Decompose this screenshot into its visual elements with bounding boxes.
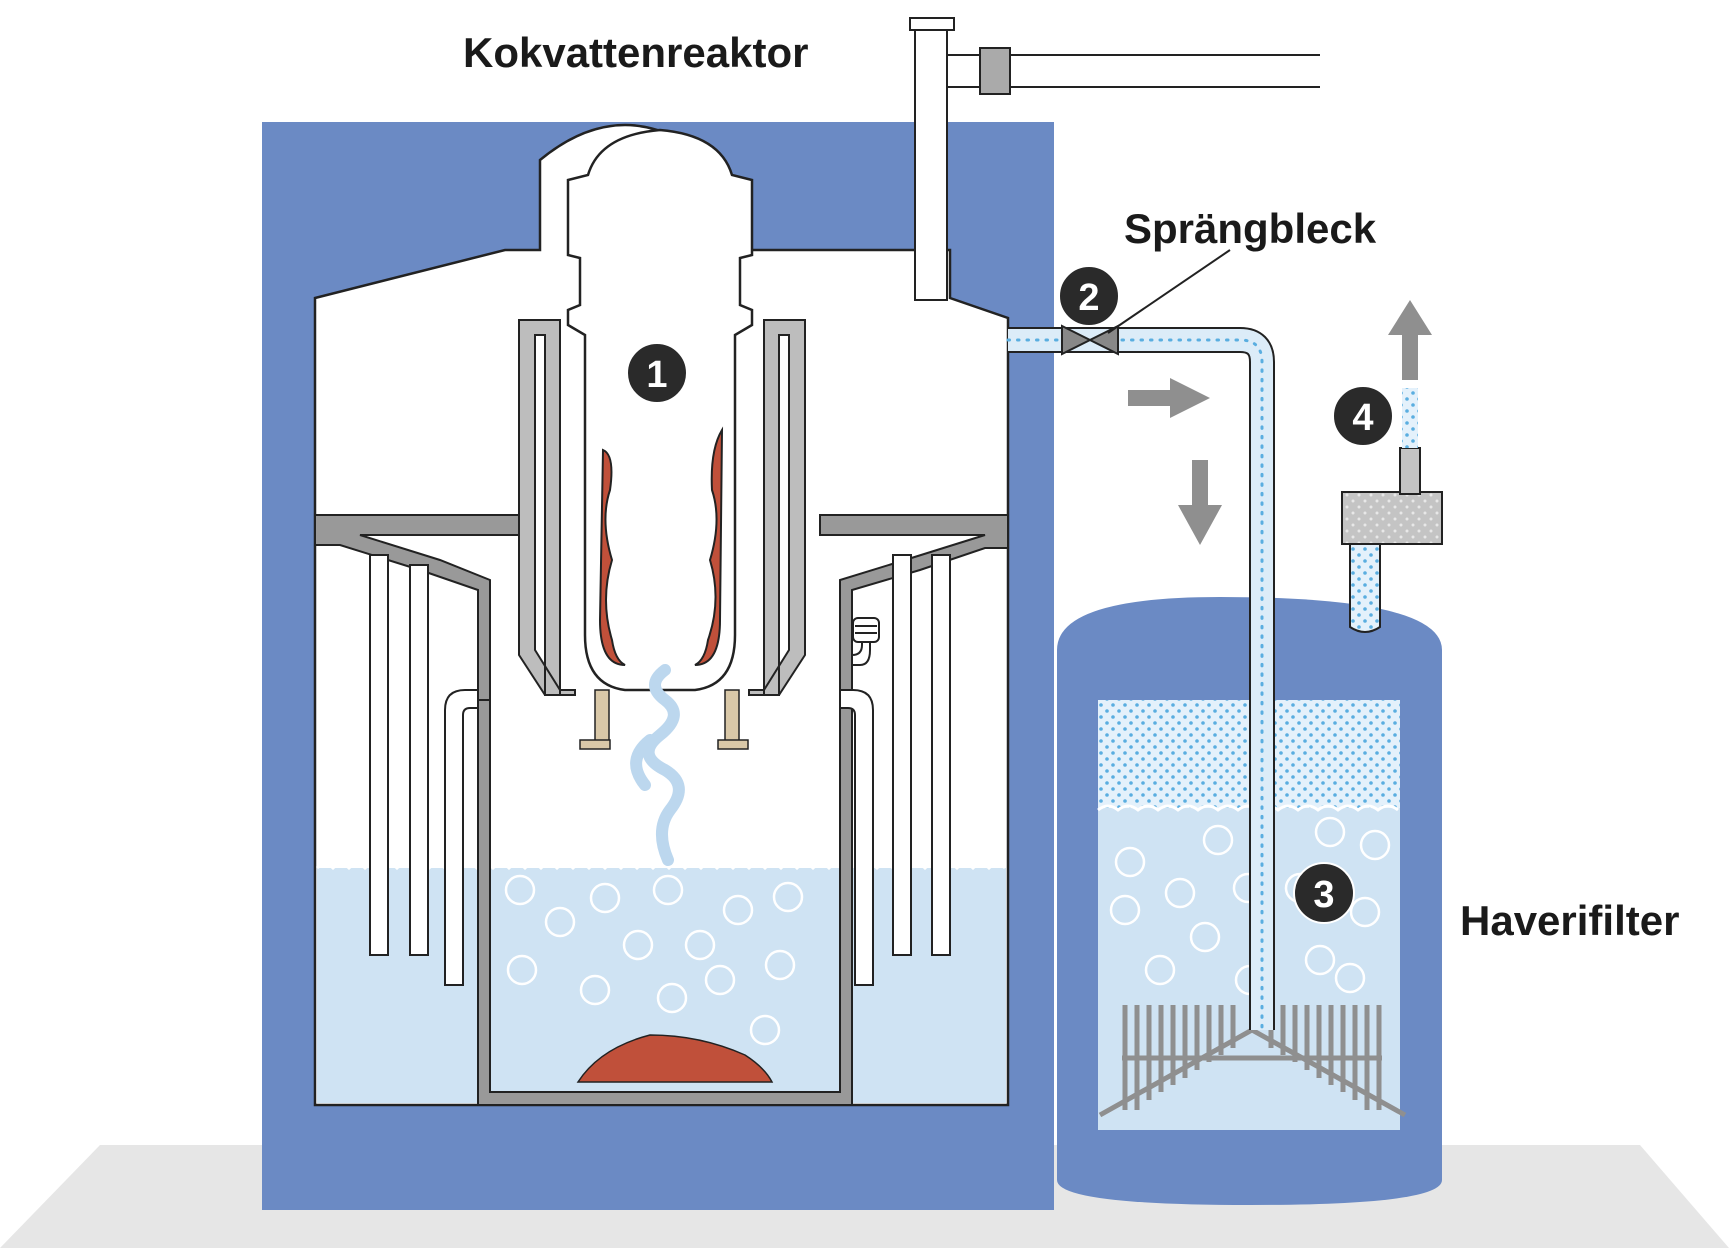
marker-1: 1: [626, 342, 688, 404]
svg-text:1: 1: [646, 354, 667, 396]
marker-3: 3: [1293, 862, 1355, 924]
bubbles-drywell: [504, 874, 804, 1046]
filter-outlet-box: [1341, 491, 1443, 545]
label-reactor: Kokvattenreaktor: [463, 29, 808, 76]
reactor-pressure-vessel: [566, 128, 754, 692]
marker-2: 2: [1058, 265, 1120, 327]
sparger-manifold: [1098, 1005, 1407, 1118]
label-filter: Haverifilter: [1460, 897, 1679, 944]
svg-text:4: 4: [1352, 397, 1373, 439]
biological-shield-right: [748, 319, 806, 696]
filter-outlet-stub: [1399, 447, 1421, 495]
stack-cap: [909, 17, 955, 31]
filter-water-surface: [1097, 804, 1399, 812]
water-surface: [315, 862, 1007, 871]
top-pipe: [946, 47, 1470, 95]
svg-text:2: 2: [1078, 277, 1099, 319]
vent-pipes-right: [839, 554, 951, 986]
molten-core-left: [598, 448, 626, 666]
vent-pipes-left: [369, 554, 479, 986]
arrow-right: [1128, 378, 1210, 418]
flow-arrows: [1128, 300, 1432, 545]
molten-core-right: [694, 426, 724, 666]
rupture-disc-leader: [1107, 249, 1231, 334]
filter-outlet-pipe: [1349, 539, 1381, 633]
steam-plume: [630, 664, 685, 866]
biological-shield: [518, 319, 576, 696]
control-rod-drives: [579, 689, 749, 750]
arrow-up: [1388, 300, 1432, 380]
marker-4: 4: [1332, 385, 1394, 447]
arrow-down: [1178, 460, 1222, 545]
stack-pipe: [914, 27, 948, 301]
svg-text:3: 3: [1313, 874, 1334, 916]
released-gas: [1402, 388, 1418, 448]
label-rupture-disc: Sprängbleck: [1124, 205, 1377, 252]
rupture-disc: [1061, 324, 1119, 356]
corium-pool: [576, 1034, 774, 1083]
vent-line-dots: [1006, 338, 1264, 1032]
